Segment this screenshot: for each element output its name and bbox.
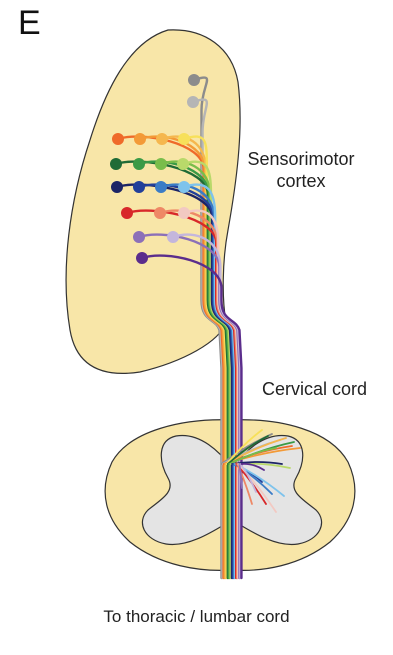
- neuron-soma: [111, 181, 123, 193]
- neuron-soma: [188, 74, 200, 86]
- neuron-soma: [178, 133, 190, 145]
- neuron-soma: [133, 231, 145, 243]
- neuron-soma: [177, 158, 189, 170]
- neuron-soma: [133, 181, 145, 193]
- caudal-direction-label: To thoracic / lumbar cord: [0, 606, 393, 628]
- cortex-label: Sensorimotor cortex: [242, 148, 360, 192]
- neuron-soma: [112, 133, 124, 145]
- neuron-soma: [110, 158, 122, 170]
- neuron-soma: [134, 133, 146, 145]
- cervical-cord-label: Cervical cord: [262, 378, 367, 400]
- cortex-label-line1: Sensorimotor: [242, 148, 360, 170]
- neuron-soma: [178, 181, 190, 193]
- cortex-label-line2: cortex: [242, 170, 360, 192]
- neuron-soma: [155, 158, 167, 170]
- neuron-soma: [156, 133, 168, 145]
- neuron-soma: [133, 158, 145, 170]
- neuron-soma: [187, 96, 199, 108]
- neuron-soma: [155, 181, 167, 193]
- neuron-soma: [136, 252, 148, 264]
- neuron-soma: [154, 207, 166, 219]
- neuron-soma: [178, 207, 190, 219]
- neuron-soma: [121, 207, 133, 219]
- neuron-soma: [167, 231, 179, 243]
